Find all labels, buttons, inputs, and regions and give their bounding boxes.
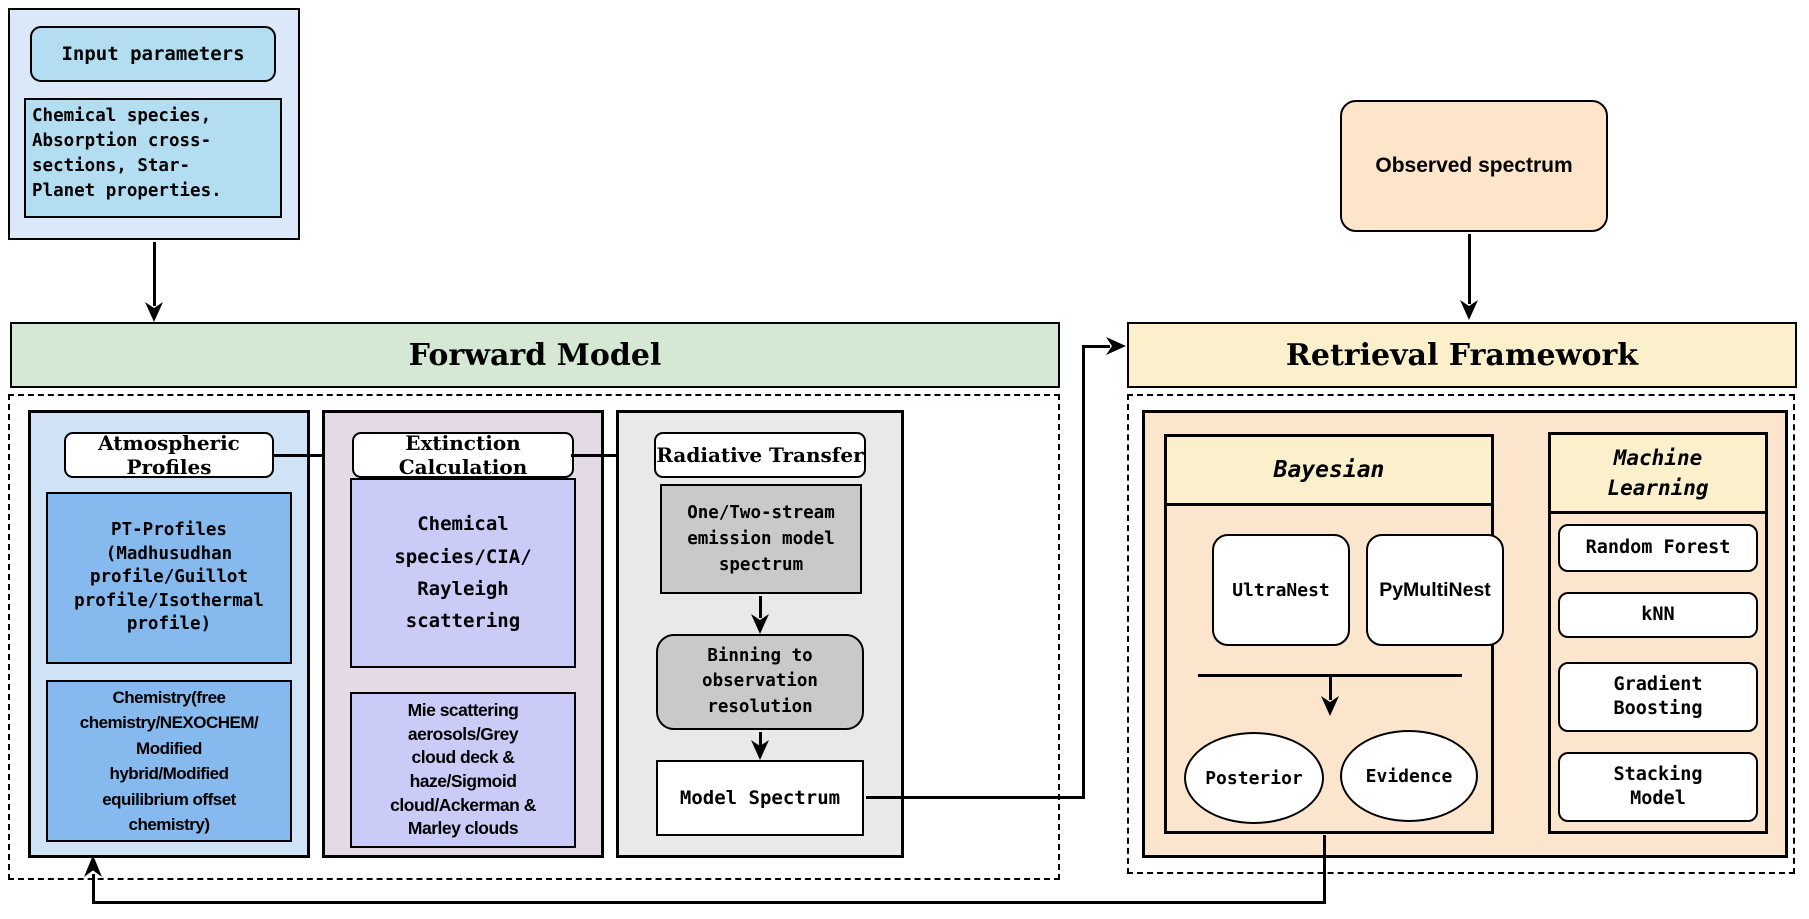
arrow-observed-to-retrieval-line <box>1468 234 1471 304</box>
ultranest-label: UltraNest <box>1232 579 1330 601</box>
arrow-emission-to-binning-line <box>759 596 762 618</box>
forward-model-title: Forward Model <box>408 337 662 373</box>
input-description-text: Chemical species, Absorption cross- sect… <box>32 106 222 201</box>
bayesian-title: Bayesian <box>1273 457 1385 483</box>
random-forest-label: Random Forest <box>1585 536 1731 558</box>
machine-learning-title-box: Machine Learning <box>1551 435 1765 514</box>
arrow-binning-to-spectrum-line <box>759 732 762 746</box>
gradient-boosting-label: Gradient Boosting <box>1613 673 1703 719</box>
atmospheric-profiles-title: Atmospheric Profiles <box>98 431 240 479</box>
pt-profiles-text: PT-Profiles (Madhusudhan profile/Guillot… <box>74 519 264 635</box>
stacking-model-label: Stacking Model <box>1613 763 1703 809</box>
arrow-extinction-to-radiative-line <box>571 454 641 457</box>
feedback-connector-h-line <box>92 901 1326 904</box>
emission-model-box: One/Two-stream emission model spectrum <box>660 484 862 594</box>
mie-scattering-text: Mie scattering aerosols/Grey cloud deck … <box>390 700 536 839</box>
arrow-atmos-to-extinction-line <box>272 454 342 457</box>
input-description-box: Chemical species, Absorption cross- sect… <box>24 98 282 218</box>
feedback-connector-right-v-line <box>1323 835 1326 903</box>
feedback-connector-left-v-line <box>92 874 95 903</box>
observed-spectrum-label: Observed spectrum <box>1375 154 1573 177</box>
forward-model-header: Forward Model <box>10 322 1060 388</box>
posterior-ellipse: Posterior <box>1184 732 1324 824</box>
model-spectrum-text: Model Spectrum <box>679 787 841 809</box>
extinction-calculation-title: Extinction Calculation <box>398 431 528 479</box>
input-parameters-label: Input parameters <box>61 43 245 65</box>
observed-spectrum-box: Observed spectrum <box>1340 100 1608 232</box>
forward-model-container <box>8 394 1060 880</box>
machine-learning-title: Machine Learning <box>1607 445 1709 500</box>
connector-spectrum-v-line <box>1082 345 1085 799</box>
bayesian-divider <box>1198 674 1462 677</box>
mie-scattering-box: Mie scattering aerosols/Grey cloud deck … <box>350 692 576 848</box>
stacking-model-box: Stacking Model <box>1558 752 1758 822</box>
evidence-ellipse: Evidence <box>1340 730 1478 822</box>
ultranest-box: UltraNest <box>1212 534 1350 646</box>
posterior-label: Posterior <box>1205 767 1303 789</box>
chemistry-text: Chemistry(free chemistry/NEXOCHEM/ Modif… <box>79 687 259 835</box>
extinction-calculation-title-box: Extinction Calculation <box>352 431 574 479</box>
chemical-species-box: Chemical species/CIA/ Rayleigh scatterin… <box>350 478 576 668</box>
pymultinest-label: PyMultiNest <box>1379 578 1491 601</box>
arrow-input-to-forward-line <box>153 242 156 306</box>
bayesian-title-box: Bayesian <box>1167 437 1491 506</box>
radiative-transfer-title: Radiative Transfer <box>656 443 864 467</box>
knn-box: kNN <box>1558 592 1758 638</box>
connector-spectrum-top-line <box>1082 345 1110 348</box>
emission-model-text: One/Two-stream emission model spectrum <box>687 502 835 576</box>
evidence-label: Evidence <box>1365 765 1453 787</box>
retrieval-framework-header: Retrieval Framework <box>1127 322 1797 388</box>
retrieval-framework-container <box>1127 394 1795 874</box>
chemical-species-text: Chemical species/CIA/ Rayleigh scatterin… <box>394 513 532 633</box>
arrow-to-outputs-line <box>1329 676 1332 700</box>
gradient-boosting-box: Gradient Boosting <box>1558 662 1758 732</box>
model-spectrum-box: Model Spectrum <box>656 760 864 836</box>
retrieval-framework-title: Retrieval Framework <box>1285 337 1639 373</box>
input-parameters-box: Input parameters <box>30 26 276 82</box>
pt-profiles-box: PT-Profiles (Madhusudhan profile/Guillot… <box>46 492 292 664</box>
binning-text: Binning to observation resolution <box>702 645 818 717</box>
pymultinest-box: PyMultiNest <box>1366 534 1504 646</box>
radiative-transfer-title-box: Radiative Transfer <box>654 432 866 478</box>
connector-spectrum-h-line <box>866 796 1085 799</box>
binning-box: Binning to observation resolution <box>656 634 864 730</box>
knn-label: kNN <box>1641 603 1675 625</box>
atmospheric-profiles-title-box: Atmospheric Profiles <box>64 431 274 479</box>
random-forest-box: Random Forest <box>1558 524 1758 572</box>
chemistry-box: Chemistry(free chemistry/NEXOCHEM/ Modif… <box>46 680 292 842</box>
